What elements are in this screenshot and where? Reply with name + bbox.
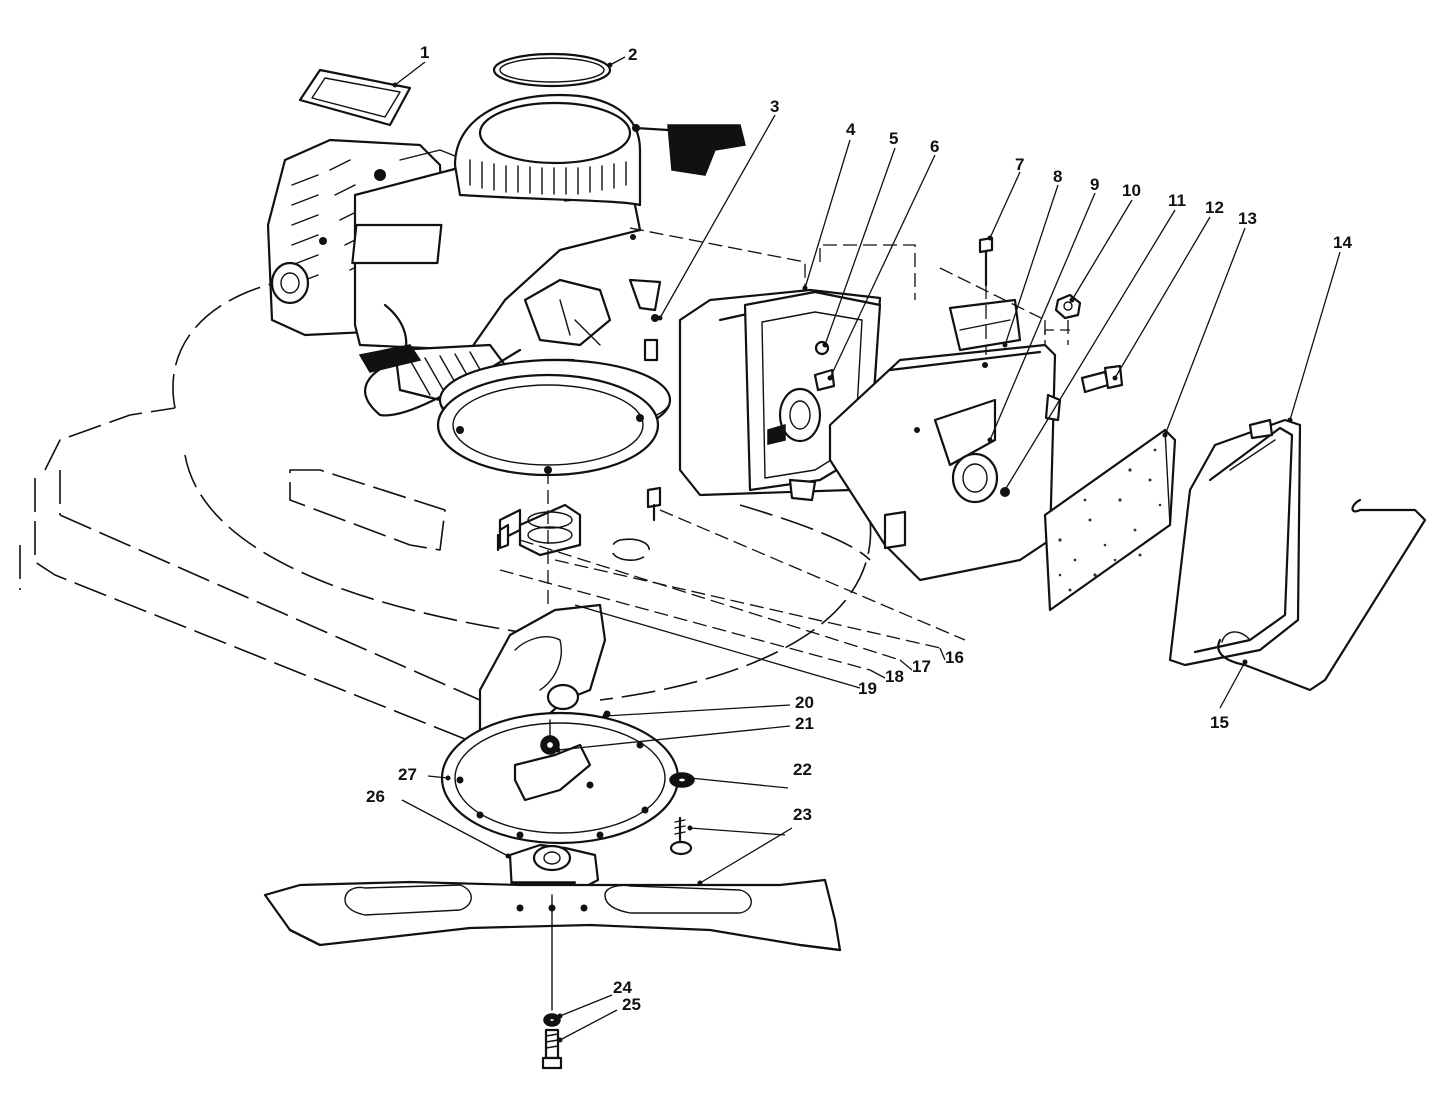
callout-26: 26 — [366, 787, 385, 806]
air-cleaner-cover — [1168, 418, 1302, 667]
callout-19: 19 — [858, 679, 877, 698]
callout-12: 12 — [1205, 198, 1224, 217]
screw-22 — [669, 816, 693, 856]
callout-4: 4 — [846, 120, 856, 139]
assembly-centerlines — [499, 227, 1070, 1011]
callout-22: 22 — [793, 760, 812, 779]
callout-17: 17 — [912, 657, 931, 676]
blade-adapter-plate — [440, 710, 680, 845]
callout-6: 6 — [930, 137, 939, 156]
callout-11: 11 — [1168, 191, 1186, 210]
callout-21: 21 — [795, 714, 814, 733]
callout-2: 2 — [628, 45, 637, 64]
callout-18: 18 — [885, 667, 904, 686]
filter-foam-texture — [1058, 448, 1162, 592]
callout-16: 16 — [945, 648, 964, 667]
callout-20: 20 — [795, 693, 814, 712]
engine — [266, 93, 746, 477]
top-label-plate — [298, 68, 412, 127]
callout-7: 7 — [1015, 155, 1024, 174]
nut-10 — [1054, 293, 1082, 320]
callout-1: 1 — [420, 43, 429, 62]
callout-23: 23 — [793, 805, 812, 824]
blade-bolt-washer — [541, 1013, 563, 1070]
screw-5-6 — [813, 340, 836, 392]
callout-27: 27 — [398, 765, 417, 784]
callout-15: 15 — [1210, 713, 1229, 732]
callout-8: 8 — [1053, 167, 1062, 186]
callout-13: 13 — [1238, 209, 1257, 228]
callout-leaders — [392, 56, 1341, 1043]
callout-labels: 1 2 3 4 5 6 7 8 9 10 11 12 13 14 15 16 1… — [366, 43, 1352, 1014]
callout-5: 5 — [889, 129, 898, 148]
starter-gasket-ring — [492, 52, 612, 88]
callout-3: 3 — [770, 97, 779, 116]
engine-mount-hardware — [496, 486, 662, 557]
callout-25: 25 — [622, 995, 641, 1014]
screw-7 — [978, 236, 994, 287]
air-cleaner-bracket — [828, 298, 1062, 582]
callout-9: 9 — [1090, 175, 1099, 194]
callout-24: 24 — [613, 978, 632, 997]
callout-14: 14 — [1333, 233, 1352, 252]
cover-bail-wire — [1217, 498, 1427, 692]
air-filter-element — [1043, 428, 1177, 612]
callout-10: 10 — [1122, 181, 1141, 200]
